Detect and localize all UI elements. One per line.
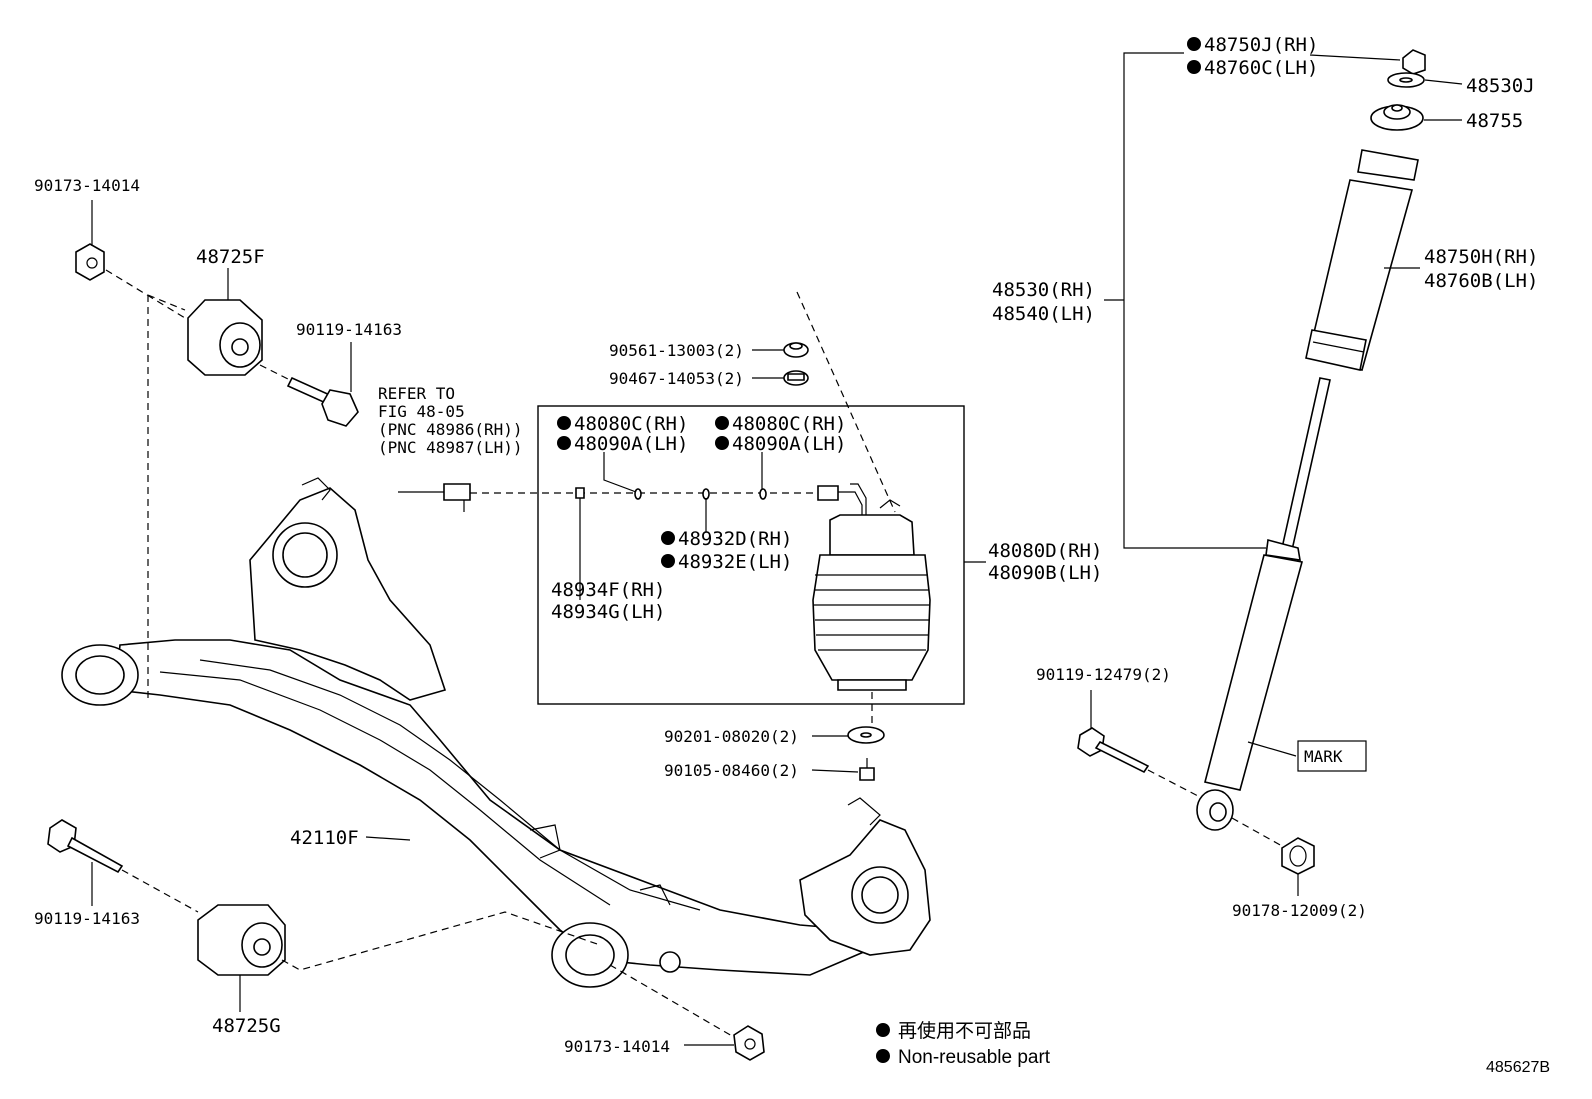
label-bolt-90119-12479: 90119-12479(2)	[1036, 665, 1171, 684]
label-hose-b-lh: 48090A(LH)	[732, 433, 846, 455]
label-support: 48755	[1466, 110, 1523, 132]
label-absorber-rh: 48530(RH)	[992, 279, 1095, 301]
nut-icon	[783, 370, 809, 386]
non-reusable-dot-icon	[715, 436, 729, 450]
shock-absorber-icon	[1196, 377, 1331, 831]
nut-icon	[733, 1025, 765, 1061]
label-bolt-bottom: 90119-14163	[34, 909, 140, 928]
bolt-icon	[1077, 727, 1150, 774]
cushion-icon	[1387, 72, 1425, 88]
label-refer-line3: (PNC 48986(RH))	[378, 420, 523, 439]
axle-beam-illustration	[61, 477, 931, 988]
label-bolt-top: 90119-14163	[296, 320, 402, 339]
bushing-icon	[197, 904, 286, 976]
label-boot-lh: 48760B(LH)	[1424, 270, 1538, 292]
label-refer-line1: REFER TO	[378, 384, 455, 403]
non-reusable-dot-icon	[661, 554, 675, 568]
non-reusable-dot-icon	[557, 416, 571, 430]
non-reusable-dot-icon	[876, 1023, 890, 1037]
label-nut-top-left: 90173-14014	[34, 176, 140, 195]
label-mark: MARK	[1304, 747, 1343, 766]
legend-jp: 再使用不可部品	[898, 1020, 1031, 1042]
figure-id: 485627B	[1486, 1059, 1550, 1076]
label-washer-90201: 90201-08020(2)	[664, 727, 799, 746]
nut-icon	[1281, 837, 1315, 875]
nut-icon	[1402, 49, 1426, 75]
label-hose-a-lh: 48090A(LH)	[574, 433, 688, 455]
label-oring-rh: 48932D(RH)	[678, 528, 792, 550]
support-icon	[1370, 104, 1424, 131]
bolt-icon	[286, 376, 359, 427]
legend-en: Non-reusable part	[898, 1047, 1051, 1068]
label-bolt-90105: 90105-08460(2)	[664, 761, 799, 780]
non-reusable-dot-icon	[715, 416, 729, 430]
dust-boot-icon	[1305, 149, 1419, 371]
label-oring-lh: 48932E(LH)	[678, 551, 792, 573]
label-refer-line4: (PNC 48987(LH))	[378, 438, 523, 457]
non-reusable-dot-icon	[876, 1049, 890, 1063]
label-nut-90467: 90467-14053(2)	[609, 369, 744, 388]
label-hose-b-rh: 48080C(RH)	[732, 413, 846, 435]
label-refer-line2: FIG 48-05	[378, 402, 465, 421]
label-hose-a-rh: 48080C(RH)	[574, 413, 688, 435]
legend: 再使用不可部品 Non-reusable part	[876, 1020, 1051, 1068]
non-reusable-dot-icon	[557, 436, 571, 450]
label-nut-90561: 90561-13003(2)	[609, 341, 744, 360]
non-reusable-dot-icon	[661, 531, 675, 545]
mark-box	[1297, 740, 1367, 772]
label-absorber-lh: 48540(LH)	[992, 303, 1095, 325]
label-spring-lh: 48090B(LH)	[988, 562, 1102, 584]
label-cushion: 48530J	[1466, 75, 1535, 97]
washer-icon	[847, 726, 885, 744]
non-reusable-dot-icon	[1187, 60, 1201, 74]
non-reusable-dot-icon	[1187, 37, 1201, 51]
label-absorber-kit-rh: 48750J(RH)	[1204, 34, 1318, 56]
label-spring-rh: 48080D(RH)	[988, 540, 1102, 562]
bolt-icon	[47, 819, 124, 874]
label-nut-90178: 90178-12009(2)	[1232, 901, 1367, 920]
bolt-icon	[859, 758, 875, 781]
label-boot-rh: 48750H(RH)	[1424, 246, 1538, 268]
label-nut-bottom: 90173-14014	[564, 1037, 670, 1056]
bushing-icon	[187, 299, 263, 376]
air-spring-group-box	[537, 405, 965, 705]
label-clip-lh: 48934G(LH)	[551, 601, 665, 623]
air-spring-icon	[812, 499, 931, 691]
label-bushing-top: 48725F	[196, 246, 265, 268]
nut-icon	[783, 342, 809, 358]
nut-icon	[75, 243, 105, 281]
label-bushing-bottom: 48725G	[212, 1015, 281, 1037]
label-clip-rh: 48934F(RH)	[551, 579, 665, 601]
label-absorber-kit-lh: 48760C(LH)	[1204, 57, 1318, 79]
label-beam: 42110F	[290, 827, 359, 849]
